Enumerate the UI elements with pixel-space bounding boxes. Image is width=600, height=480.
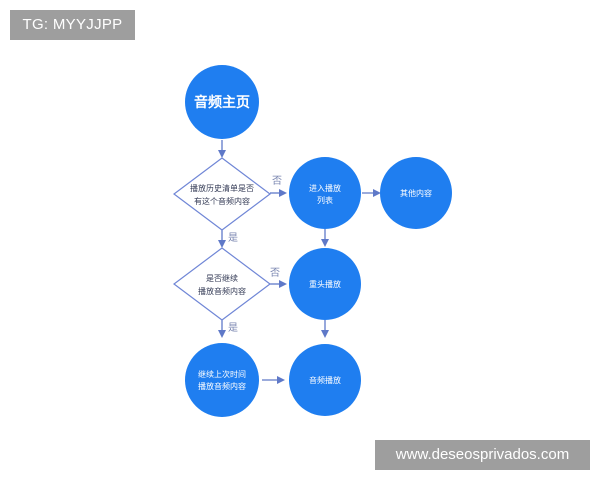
node-continue-line2: 播放音频内容 — [198, 381, 246, 391]
decision-history — [173, 157, 271, 231]
node-enter-list — [289, 157, 361, 229]
top-tag-label: TG: MYYJJPP — [10, 10, 135, 40]
edge-label-no-2: 否 — [270, 267, 280, 279]
decision-history-line1: 播放历史清单是否 — [190, 183, 254, 193]
node-other-content — [380, 157, 452, 229]
node-replay — [289, 248, 361, 320]
node-home-label: 音频主页 — [194, 94, 250, 111]
decision-continue-line1: 是否继续 — [206, 273, 238, 283]
node-continue — [185, 343, 259, 417]
node-other-content-label: 其他内容 — [400, 188, 432, 198]
decision-continue — [173, 247, 271, 321]
watermark-url: www.deseosprivados.com — [375, 440, 590, 470]
edge-label-yes-1: 是 — [228, 232, 238, 244]
node-continue-line1: 继续上次时间 — [198, 369, 246, 379]
edge-label-no-1: 否 — [272, 175, 282, 187]
decision-history-line2: 有这个音频内容 — [194, 196, 250, 206]
node-enter-list-line1: 进入播放 — [309, 183, 341, 193]
node-home — [185, 65, 259, 139]
node-audio-play — [289, 344, 361, 416]
node-replay-label: 重头播放 — [309, 279, 341, 289]
node-audio-play-label: 音频播放 — [309, 375, 341, 385]
edge-label-yes-2: 是 — [228, 322, 238, 334]
node-enter-list-line2: 列表 — [317, 195, 333, 205]
decision-continue-line2: 播放音频内容 — [198, 286, 246, 296]
